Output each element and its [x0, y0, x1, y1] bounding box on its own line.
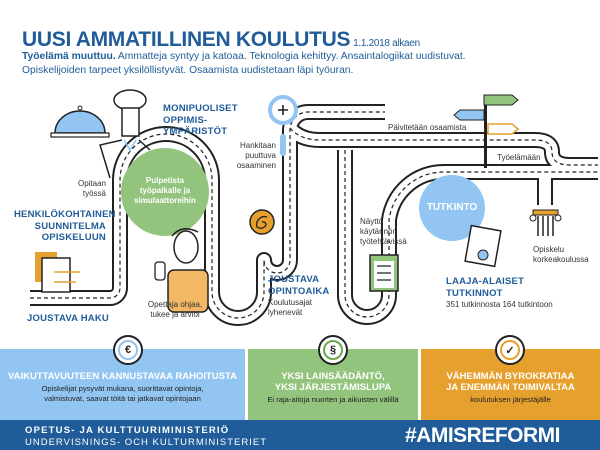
spiral-icon	[249, 209, 275, 235]
paragraph-icon: §	[318, 335, 348, 365]
clipboard-icon	[369, 254, 399, 292]
intro-text: Työelämä muuttuu. Ammatteja syntyy ja ka…	[22, 51, 466, 76]
road-illustration	[30, 89, 598, 326]
heading-joustava-haku: JOUSTAVA HAKU	[27, 313, 109, 324]
chef-icon	[99, 89, 151, 179]
signpost-icon	[453, 94, 520, 168]
label-tyoelamaan: Työelämään	[497, 153, 541, 162]
magnifier-plus-icon	[268, 95, 298, 156]
euro-icon: €	[113, 335, 143, 365]
tutkinto-label: TUTKINTO	[426, 202, 478, 213]
label-opettaja: Opettaja ohjaa,tukee ja arvioi	[147, 300, 203, 319]
teacher-icon	[154, 228, 209, 313]
document-icon	[35, 252, 80, 293]
footer: OPETUS- JA KULTTUURIMINISTERIÖ UNDERVISN…	[0, 420, 600, 450]
certificate-icon	[464, 224, 502, 268]
ministry-name-sv: UNDERVISNINGS- OCH KULTURMINISTERIET	[25, 437, 268, 448]
checkmark-icon: ✓	[495, 335, 525, 365]
tutkinto-circle	[419, 175, 485, 241]
hashtag: #AMISREFORMI	[405, 424, 561, 447]
learning-environment-circle	[121, 148, 209, 236]
start-date: 1.1.2018 alkaen	[353, 38, 420, 49]
cloche-icon	[50, 105, 110, 138]
ministry-name-fi: OPETUS- JA KULTTUURIMINISTERIÖ	[25, 425, 230, 436]
column-icon	[529, 209, 562, 236]
label-paivitetaan: Päivitetään osaamista	[388, 123, 467, 132]
label-tutkinnot-count: 351 tutkinnosta 164 tutkintoon	[446, 300, 553, 309]
